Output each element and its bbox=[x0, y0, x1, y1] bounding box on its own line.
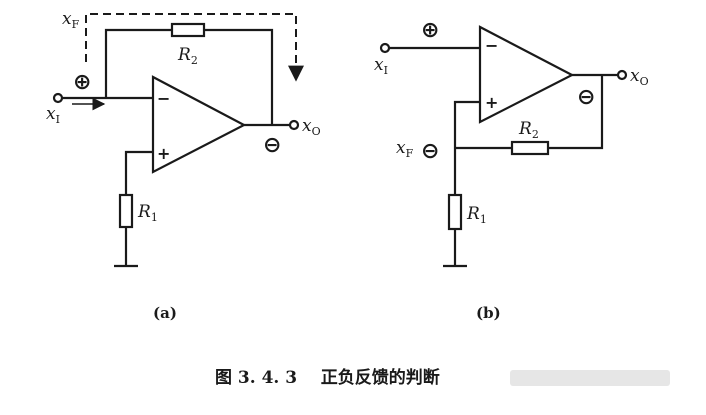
label-R2-b: R2 bbox=[518, 119, 539, 141]
input-terminal-a bbox=[52, 92, 64, 104]
resistor-r1-a bbox=[118, 193, 134, 229]
label-xI-b: xI bbox=[374, 55, 388, 77]
output-polarity-sign-b: ⊖ bbox=[577, 85, 595, 110]
opamp-b bbox=[478, 25, 575, 124]
output-terminal-a bbox=[288, 119, 300, 131]
opamp-a-noninv-terminal: + bbox=[157, 144, 170, 163]
caption-b: (b) bbox=[476, 304, 501, 322]
label-xI-a: xI bbox=[46, 104, 60, 126]
label-xO-b: xO bbox=[630, 66, 649, 88]
opamp-a-inv-terminal: − bbox=[157, 89, 170, 108]
label-R1-b: R1 bbox=[466, 204, 487, 226]
opamp-b-inv-terminal: − bbox=[485, 36, 498, 55]
input-polarity-sign-b: ⊕ bbox=[421, 18, 439, 43]
feedback-wire-b bbox=[548, 75, 604, 150]
label-xF-a: xF bbox=[62, 9, 80, 31]
feedback-polarity-sign-b: ⊖ bbox=[421, 139, 439, 164]
resistor-r1-b bbox=[447, 193, 463, 231]
circuit-a: − + xF xI xO R2 R1 ⊕ ⊖ (a) bbox=[46, 9, 321, 322]
resistor-r2-b bbox=[510, 140, 550, 156]
circuit-b: − + xI xO xF R2 R1 ⊕ ⊖ ⊖ (b) bbox=[374, 18, 649, 322]
caption-a: (a) bbox=[153, 304, 177, 322]
output-terminal-b bbox=[616, 69, 628, 81]
label-R2-a: R2 bbox=[177, 45, 198, 67]
opamp-b-noninv-terminal: + bbox=[485, 93, 498, 112]
input-polarity-sign-a: ⊕ bbox=[73, 70, 91, 95]
label-R1-a: R1 bbox=[137, 202, 158, 224]
output-polarity-sign-a: ⊖ bbox=[263, 133, 281, 158]
input-terminal-b bbox=[379, 42, 391, 54]
label-xO-a: xO bbox=[302, 116, 321, 138]
opamp-a bbox=[151, 75, 247, 174]
watermark-mark bbox=[510, 370, 670, 386]
figure-caption: 图 3. 4. 3 正负反馈的判断 bbox=[215, 367, 440, 388]
label-xF-b: xF bbox=[396, 138, 414, 160]
feedback-path-arrow-a bbox=[85, 13, 304, 82]
resistor-r2-a bbox=[170, 22, 206, 38]
